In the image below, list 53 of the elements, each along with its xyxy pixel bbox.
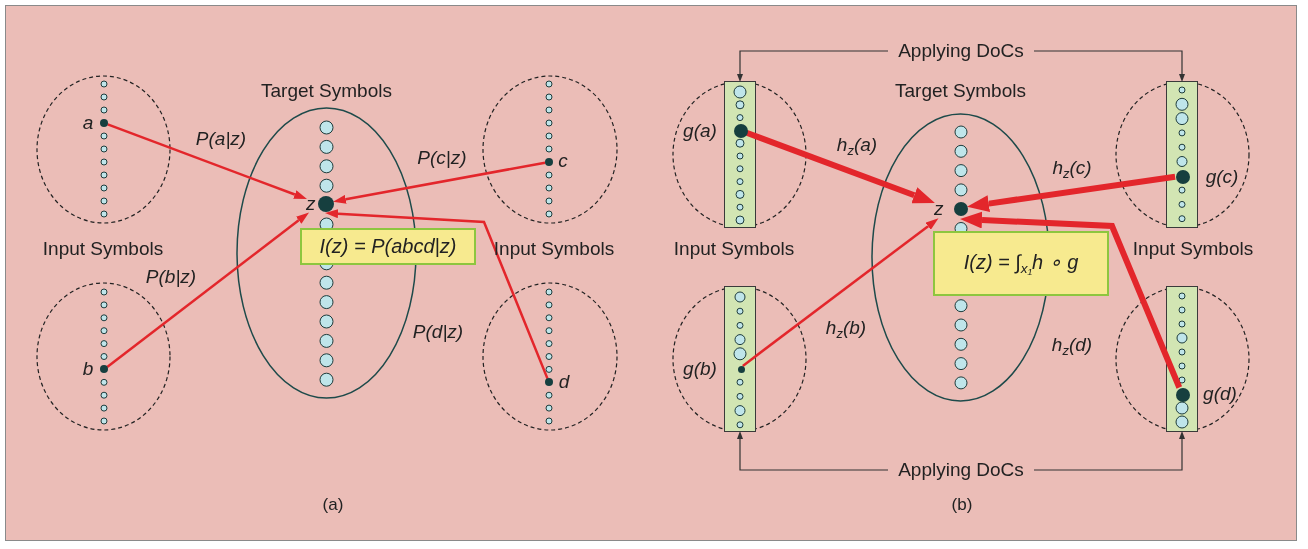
formula-box: I(z) = P(abcd|z) bbox=[300, 228, 476, 265]
symbol-dot bbox=[100, 119, 108, 127]
annotation-text: Applying DoCs bbox=[888, 40, 1034, 62]
symbol-bar bbox=[724, 286, 756, 432]
symbol-dot bbox=[1176, 388, 1190, 402]
group-label: Input Symbols bbox=[673, 238, 795, 260]
symbol-dot bbox=[545, 378, 553, 387]
edge-label: h$_{z}$(c) bbox=[1052, 157, 1092, 181]
edge-label: P(a|z) bbox=[195, 128, 247, 150]
connector-arrow bbox=[737, 50, 889, 82]
symbol-label: z bbox=[934, 198, 944, 218]
panel-label: (b) bbox=[951, 495, 973, 515]
symbol-label: z bbox=[306, 193, 316, 213]
symbol-label: c bbox=[558, 150, 568, 172]
symbol-dot bbox=[734, 124, 748, 139]
symbol-dot bbox=[545, 158, 553, 166]
edge-label: P(d|z) bbox=[412, 321, 464, 343]
connector-arrow bbox=[1033, 50, 1185, 82]
symbol-label: d bbox=[558, 371, 570, 393]
edge-label: h$_{z}$(d) bbox=[1051, 334, 1093, 358]
symbol-bar bbox=[724, 81, 756, 228]
edge-label: h$_{z}$(b) bbox=[825, 317, 867, 341]
symbol-label: g(d) bbox=[1203, 383, 1237, 405]
arrow bbox=[106, 212, 309, 368]
symbol-dot bbox=[100, 365, 108, 374]
group-label: Input Symbols bbox=[42, 238, 164, 260]
arrow bbox=[960, 211, 1183, 389]
panel-label: (a) bbox=[322, 495, 344, 515]
symbol-label: a bbox=[82, 112, 94, 134]
symbol-dot bbox=[737, 365, 745, 373]
edge-label: P(b|z) bbox=[145, 266, 197, 288]
symbol-bar bbox=[1166, 286, 1198, 432]
arrow bbox=[745, 130, 935, 204]
arrow bbox=[967, 173, 1176, 212]
arrow bbox=[325, 209, 549, 380]
symbol-label: g(a) bbox=[683, 120, 717, 142]
annotation-text: Applying DoCs bbox=[888, 459, 1034, 481]
heading-text: Target Symbols bbox=[894, 80, 1027, 102]
group-label: Input Symbols bbox=[493, 238, 615, 260]
symbol-label: b bbox=[82, 358, 94, 380]
formula-box: I(z) = ∫$_{x₁}$h ∘ g bbox=[933, 231, 1109, 296]
edge-label: P(c|z) bbox=[417, 147, 467, 169]
group-label: Input Symbols bbox=[1132, 238, 1254, 260]
arrow bbox=[333, 161, 546, 204]
connector-arrow bbox=[1033, 431, 1185, 471]
symbol-dot bbox=[1176, 169, 1190, 184]
symbol-label: g(b) bbox=[683, 358, 717, 380]
connector-arrow bbox=[737, 431, 889, 471]
symbol-label: g(c) bbox=[1205, 166, 1239, 188]
edge-label: h$_{z}$(a) bbox=[836, 134, 878, 158]
symbol-bar bbox=[1166, 81, 1198, 228]
heading-text: Target Symbols bbox=[260, 80, 393, 102]
arrow bbox=[107, 123, 307, 200]
